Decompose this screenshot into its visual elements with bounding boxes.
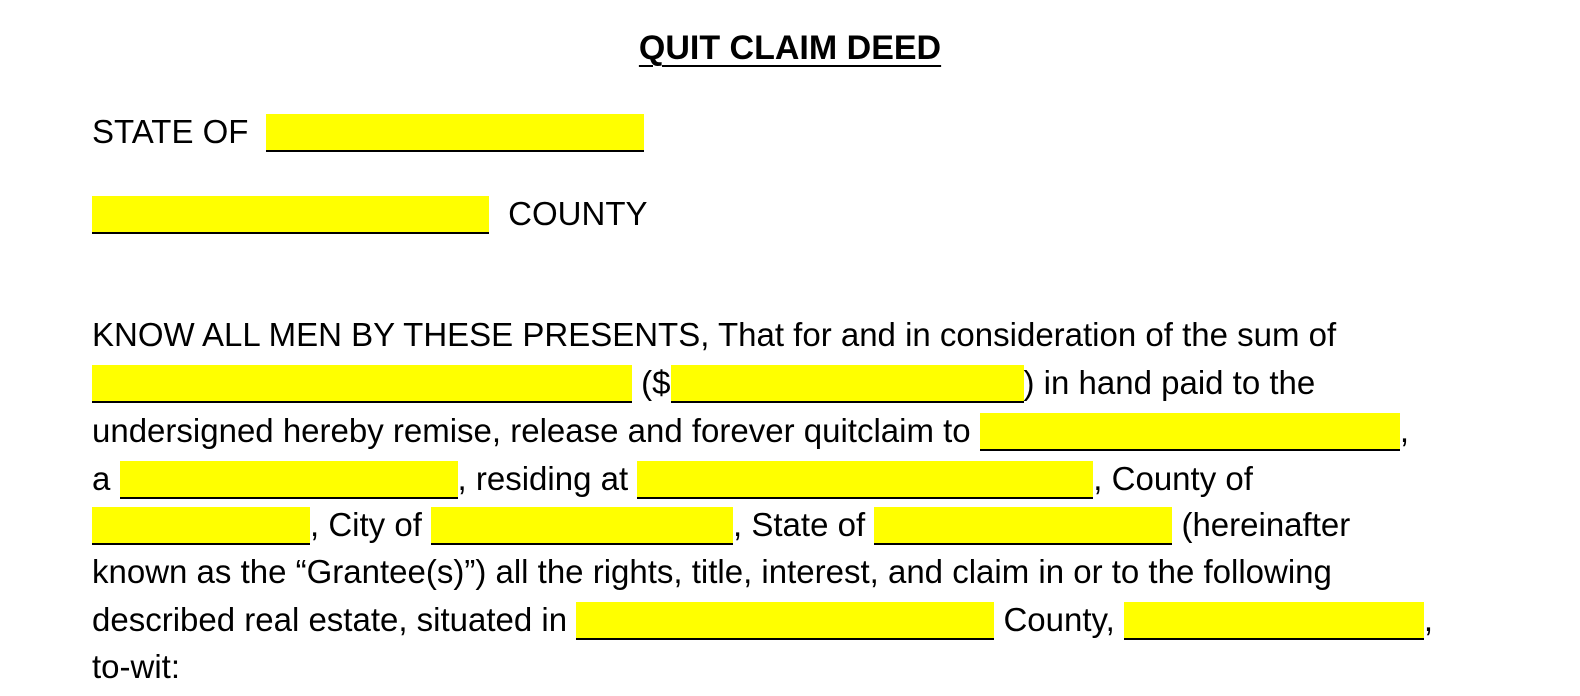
residing-text: , residing at (457, 460, 638, 497)
paren-close-text: ) (1023, 364, 1035, 401)
paragraph-line-8: to-wit: (92, 643, 180, 691)
paragraph-text: in hand paid to the (1034, 364, 1316, 401)
county-of-text: , County of (1093, 460, 1253, 497)
residence-address-field[interactable] (637, 461, 1094, 499)
a-text: a (92, 460, 120, 497)
county-text: County, (994, 601, 1124, 638)
grantee-county-field[interactable] (92, 507, 310, 545)
paragraph-line-4: a , residing at , County of (92, 455, 1253, 503)
paragraph-line-6: known as the “Grantee(s)”) all the right… (92, 548, 1332, 596)
hereinafter-text: (hereinafter (1172, 506, 1351, 543)
city-of-text: , City of (310, 506, 432, 543)
state-of-text: , State of (733, 506, 875, 543)
sum-amount-field[interactable] (670, 365, 1024, 403)
county-line: COUNTY (92, 190, 648, 238)
county-field[interactable] (92, 196, 489, 234)
paragraph-text: to-wit: (92, 648, 181, 685)
property-county-field[interactable] (576, 602, 995, 640)
comma-text: , (1399, 412, 1409, 449)
sum-words-field[interactable] (92, 365, 632, 403)
grantee-status-field[interactable] (119, 461, 458, 499)
document-title: QUIT CLAIM DEED (638, 29, 942, 67)
paragraph-text: undersigned hereby remise, release and f… (92, 412, 980, 449)
comma-text: , (1423, 601, 1434, 638)
county-label: COUNTY (508, 195, 648, 232)
property-state-field[interactable] (1123, 602, 1424, 640)
state-field[interactable] (265, 114, 644, 152)
paragraph-line-2: ($) in hand paid to the (92, 359, 1315, 407)
paragraph-line-1: KNOW ALL MEN BY THESE PRESENTS, That for… (92, 311, 1336, 359)
dollar-open-text: ($ (632, 364, 671, 401)
paragraph-text: KNOW ALL MEN BY THESE PRESENTS, That for… (92, 316, 1337, 353)
state-line: STATE OF (92, 108, 644, 156)
paragraph-line-7: described real estate, situated in Count… (92, 596, 1433, 644)
paragraph-text: described real estate, situated in (92, 601, 577, 638)
grantee-city-field[interactable] (431, 507, 734, 545)
grantee-state-field[interactable] (874, 507, 1173, 545)
paragraph-line-5: , City of , State of (hereinafter (92, 501, 1350, 549)
paragraph-text: known as the “Grantee(s)”) all the right… (92, 553, 1332, 590)
state-label: STATE OF (92, 113, 249, 150)
grantee-name-field[interactable] (979, 413, 1400, 451)
paragraph-line-3: undersigned hereby remise, release and f… (92, 407, 1409, 455)
